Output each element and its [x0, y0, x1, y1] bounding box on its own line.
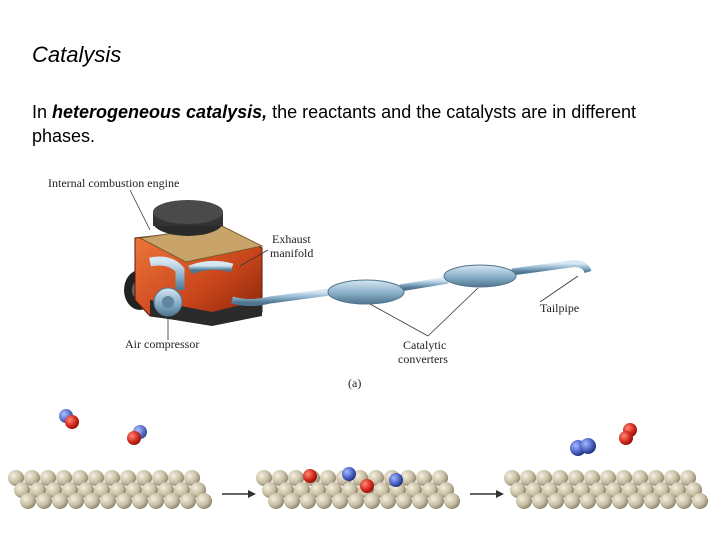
- reaction-arrow-1: [222, 490, 256, 498]
- label-converters-line2: converters: [398, 352, 448, 366]
- product-molecules: [570, 423, 637, 456]
- label-engine: Internal combustion engine: [48, 176, 180, 190]
- slide-title: Catalysis: [32, 42, 122, 67]
- slide-body-text: In heterogeneous catalysis, the reactant…: [32, 100, 672, 148]
- reaction-arrow-2: [470, 490, 504, 498]
- exhaust-system: [231, 260, 592, 306]
- leader-lines: [129, 189, 579, 340]
- catalyst-surface-2: [256, 470, 460, 509]
- label-air-compressor: Air compressor: [125, 337, 200, 351]
- label-tailpipe: Tailpipe: [540, 301, 580, 315]
- catalytic-converter-2: [443, 264, 517, 288]
- engine-illustration: [124, 200, 264, 326]
- sentence-after: the reactants and the catalysts are in d…: [32, 102, 636, 146]
- catalyst-surface-3: [504, 470, 708, 509]
- incoming-molecules: [59, 409, 147, 445]
- sentence-emphasis: heterogeneous catalysis,: [52, 102, 268, 122]
- figure-caption: (a): [348, 376, 362, 390]
- surface-catalysis-illustration: [8, 409, 708, 509]
- catalytic-converter-1: [327, 279, 405, 305]
- label-exhaust-line1: Exhaust: [272, 232, 311, 246]
- adsorbed-atoms: [303, 467, 403, 493]
- label-converters-line1: Catalytic: [403, 338, 447, 352]
- catalyst-surface-1: [8, 470, 212, 509]
- sentence-before: In: [32, 102, 53, 122]
- label-exhaust-line2: manifold: [270, 246, 314, 260]
